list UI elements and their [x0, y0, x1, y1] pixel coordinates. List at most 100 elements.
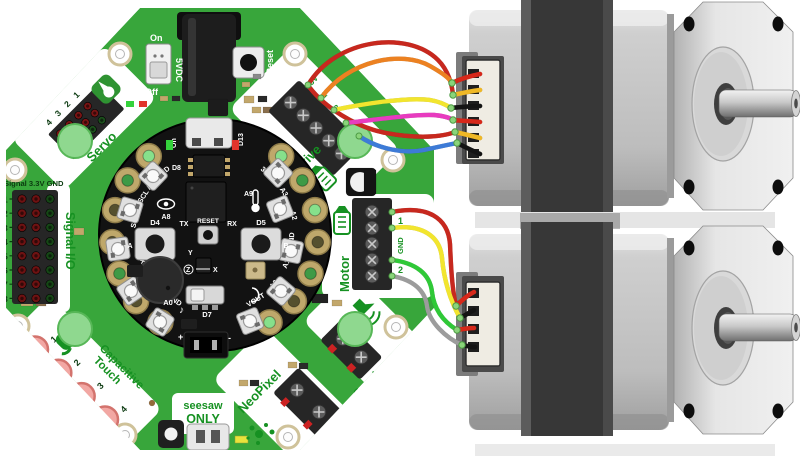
cpx-a0-label: A0	[163, 298, 173, 307]
motor-2-label: 2	[398, 265, 403, 275]
signal-pin-label: 1	[3, 195, 8, 205]
neopixel-5v-label: 5V	[374, 433, 389, 448]
switch-off-label: Off	[145, 87, 159, 97]
minus-icon: -	[228, 333, 231, 343]
signal-header: Signal 3.3V GND	[4, 179, 64, 188]
signal-title: Signal I/O	[63, 212, 77, 270]
speaker-terminal-block	[321, 318, 382, 379]
cpx-neopixel	[263, 158, 293, 188]
cpx-neopixel	[266, 276, 296, 306]
servo-pin-label: 2	[62, 99, 73, 110]
signal-io-header	[12, 190, 58, 304]
wire-drive-5v-red-b	[307, 85, 458, 139]
wire-drive-4-blue	[356, 133, 460, 154]
cpx-neopixel	[116, 276, 146, 306]
wire-motor-2a-green	[389, 257, 460, 333]
wire-motor-1a-red	[389, 207, 459, 309]
plus-icon: +	[178, 332, 183, 342]
cpx-b-label: B	[283, 243, 288, 250]
cpx-neopixel	[145, 307, 175, 337]
cpx-on-label: On	[171, 138, 178, 148]
cpx-tx-label: TX	[180, 221, 189, 228]
cpx-ic3	[181, 319, 197, 329]
wire-drive-1-orange	[318, 56, 455, 101]
motor-title: Motor	[337, 256, 352, 292]
signal-pin-label: 3	[3, 223, 8, 233]
neopixel-dots-icon	[246, 423, 275, 445]
signal-pin-label: 6	[3, 266, 8, 276]
switch-on-label: On	[150, 33, 163, 43]
wire-motor-1b-yellow	[389, 225, 463, 321]
cpx-speaker	[136, 256, 184, 304]
eye-icon	[156, 198, 176, 210]
servo-pin-label: 1	[71, 89, 82, 100]
cpx-pad-label: A3	[278, 186, 291, 199]
signal-section: Signal 3.3V GND 1 2 3 4 5 6 7 8 Signal I/O	[3, 179, 77, 304]
jack-label: 5VDC	[174, 58, 184, 83]
cpx-z-label: Z	[186, 267, 191, 274]
cpx-y-label: Y	[188, 250, 193, 257]
signal-pin-label: 5	[3, 251, 8, 261]
signal-pin-label: 4	[3, 237, 8, 247]
cpx-on-led	[166, 140, 173, 150]
music-note-icon: ♪	[179, 305, 184, 316]
cpx-board: GNDSCL A4SDA A53.3VRX A6TX A7GND3.3VA3A2…	[98, 117, 332, 359]
cpx-neopixel	[105, 236, 131, 262]
cpx-mcu	[185, 181, 227, 223]
cpx-reset-label: RESET	[197, 218, 219, 225]
cpx-ic2	[127, 265, 143, 277]
cpx-standoffs	[57, 123, 373, 347]
cpx-a8-label: A8	[162, 214, 171, 221]
seesaw-section: seesaw ONLY	[158, 400, 230, 450]
cpx-neopixel	[138, 161, 168, 191]
signal-pin-label: 2	[3, 209, 8, 219]
power-switch: On Off ⚠	[126, 33, 172, 107]
cpx-rx-label: RX	[227, 221, 237, 228]
cpx-x-label: X	[213, 267, 218, 274]
accelerometer	[195, 257, 212, 274]
seesaw-line2: ONLY	[186, 412, 220, 426]
touch-pad-label: 2	[72, 357, 83, 368]
touch-pad-label: 4	[118, 404, 129, 415]
wire-drive-3-magenta	[343, 112, 456, 126]
wire-junctions	[304, 79, 466, 349]
cpx-pad-label: A2	[289, 210, 300, 221]
neopixel-arrow-icon	[365, 419, 376, 430]
seesaw-line1: seesaw	[183, 400, 223, 412]
thermometer-icon	[251, 189, 260, 213]
neopixel-gnd-label: GND	[344, 407, 364, 427]
servo-pin-label: 4	[44, 117, 55, 128]
power-led-green	[126, 101, 134, 107]
cpx-neopixel	[278, 238, 304, 264]
motor-connector-bottom	[456, 272, 504, 376]
warning-icon: ⚠	[128, 89, 135, 98]
servo-pin-label: 3	[53, 108, 64, 119]
motor-gnd-label: GND	[396, 237, 405, 254]
cpx-neopixel	[116, 196, 144, 224]
reset-button: Crickit Reset	[232, 46, 275, 105]
motor-section: Motor 1 GND 2	[333, 198, 405, 292]
stepper-motor-top	[468, 0, 800, 229]
cpx-a9-label: A9	[244, 191, 253, 198]
cpx-a-label: A	[127, 243, 132, 250]
wire-drive-2-yellow	[331, 97, 454, 113]
cpx-neopixel	[236, 307, 264, 335]
touch-pad-label: 3	[95, 381, 106, 392]
power-led-red	[139, 101, 147, 107]
stepper-motor-bottom	[468, 221, 800, 456]
cpx-d8-label: D8	[172, 165, 181, 172]
cpx-d7-label: D7	[202, 310, 212, 319]
cpx-d13-label: D13	[238, 133, 245, 146]
touch-pad-label: 1	[48, 334, 59, 345]
mounting-holes	[6, 41, 409, 450]
signal-pin-label: 7	[3, 280, 8, 290]
motor-1-label: 1	[398, 216, 403, 226]
pigtail-top-4-red	[450, 117, 483, 125]
servo-icon	[91, 74, 121, 104]
cpx-ic	[192, 154, 226, 178]
signal-pin-label: 8	[3, 294, 8, 304]
cpx-neopixel	[266, 195, 294, 223]
cpx-d5-label: D5	[256, 218, 266, 227]
wire-motor-2b-gray	[389, 273, 465, 348]
